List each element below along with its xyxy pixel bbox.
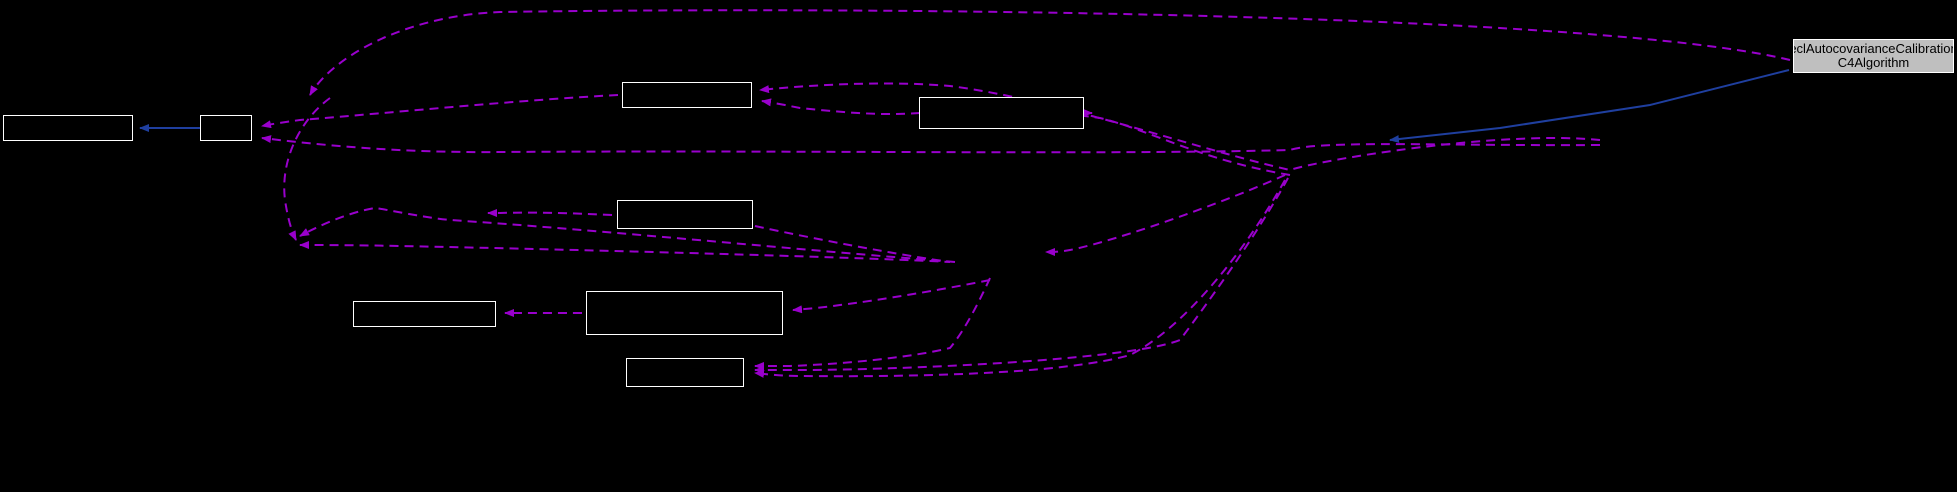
edge-inheritance (1389, 69, 1790, 144)
graph-node-2[interactable] (200, 115, 252, 141)
edge-call-5 (761, 98, 921, 116)
graph-node-1[interactable] (3, 115, 133, 141)
graph-node-8[interactable] (626, 358, 744, 387)
graph-node-4[interactable] (919, 97, 1084, 129)
edge-call-8 (299, 225, 951, 263)
edge-call-7 (487, 209, 613, 217)
graph-node-7[interactable] (586, 291, 783, 335)
graph-node-5[interactable] (617, 200, 753, 229)
edge-call-10 (283, 97, 331, 241)
edge-call-4 (261, 135, 1601, 154)
edge-call-14 (754, 177, 1289, 374)
graph-node-6[interactable] (353, 301, 496, 327)
edge-call-13 (1045, 174, 1286, 256)
edge-call-12 (792, 279, 991, 314)
edge-call-3 (1051, 108, 1291, 176)
graph-node-root-label: eclAutocovarianceCalibration C4Algorithm (1793, 41, 1954, 70)
graph-node-3[interactable] (622, 82, 752, 108)
edge-call-16 (754, 277, 991, 370)
edge-call-15 (754, 179, 1286, 378)
graph-node-root[interactable]: eclAutocovarianceCalibration C4Algorithm (1793, 39, 1954, 73)
edge-call-6 (261, 94, 619, 129)
edge-call-1 (309, 9, 1791, 96)
edge-call-2 (759, 82, 1601, 172)
